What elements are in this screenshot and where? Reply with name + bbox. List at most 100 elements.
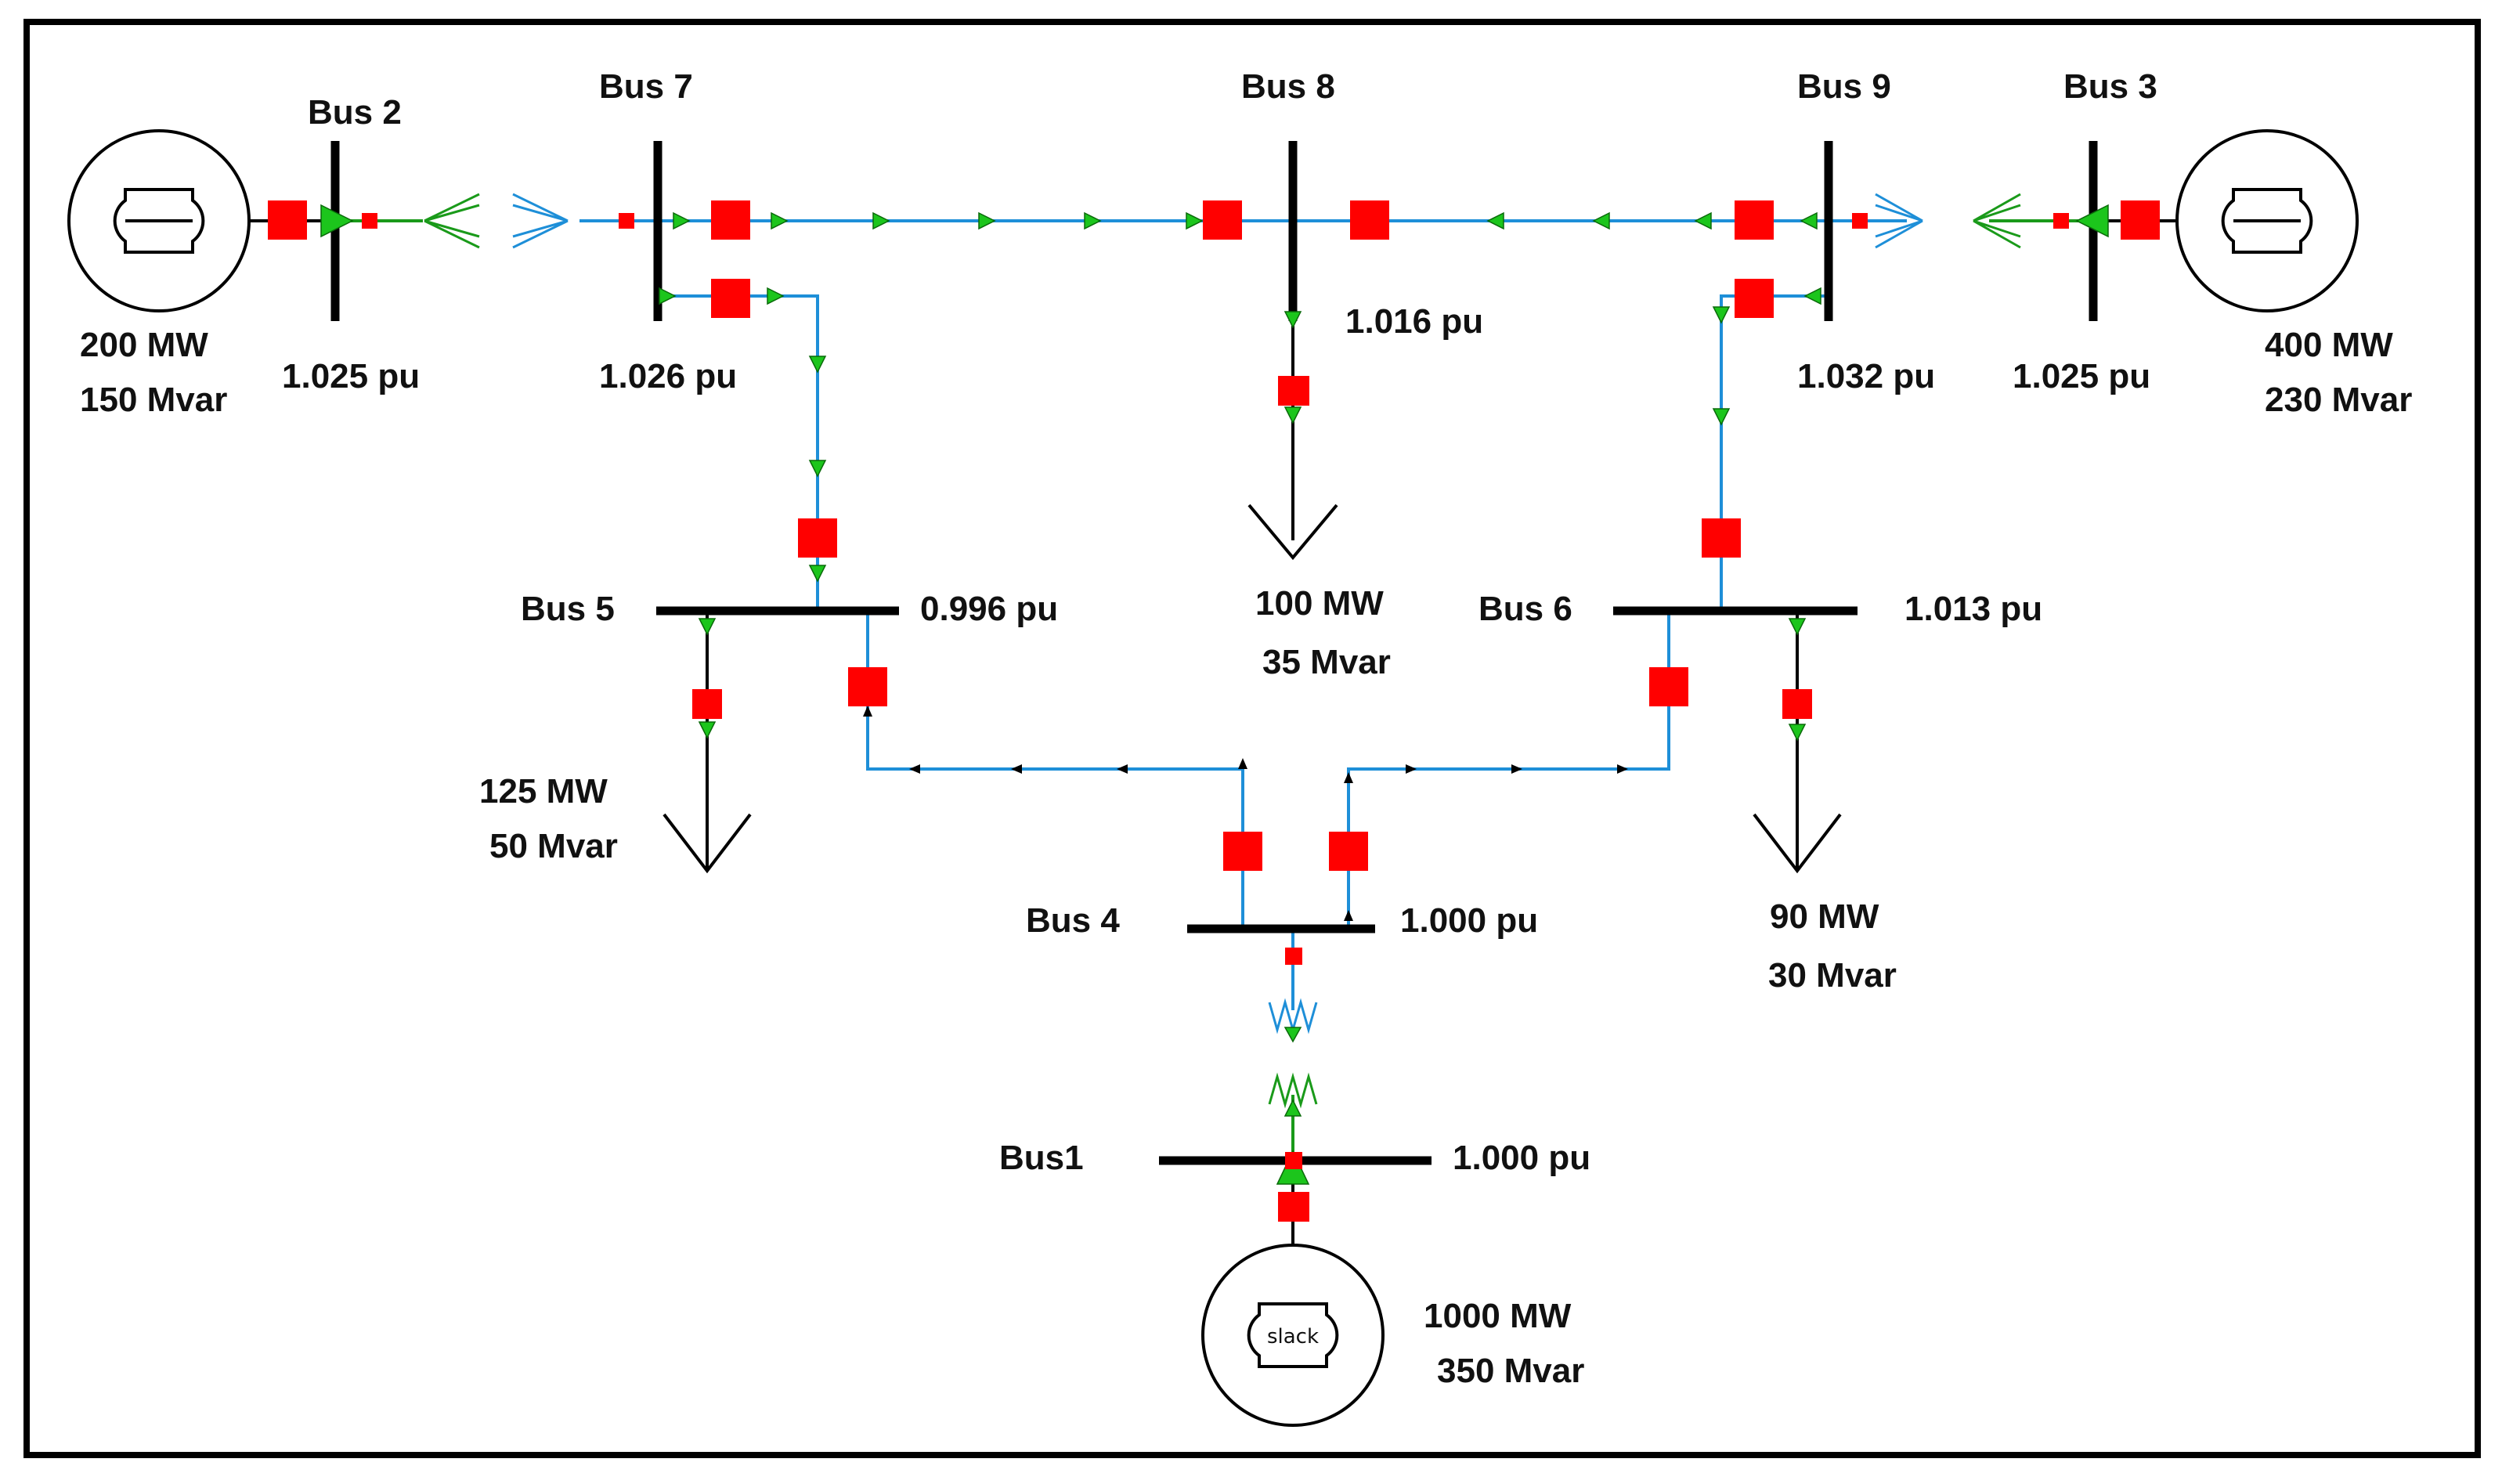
generator-symbol — [2221, 188, 2313, 254]
bus-name: Bus 8 — [1241, 67, 1335, 106]
breaker-icon[interactable] — [1735, 279, 1774, 318]
flow-arrow — [698, 618, 717, 636]
flow-arrow — [978, 211, 996, 230]
flow-arrow — [808, 356, 827, 374]
bus-name: Bus 4 — [1026, 901, 1120, 940]
flow-arrow — [872, 211, 890, 230]
flow-arrow — [1486, 211, 1504, 230]
flow-arrow — [1592, 211, 1610, 230]
flow-arrow — [2075, 204, 2109, 238]
breaker-icon[interactable] — [1329, 832, 1368, 871]
load-mvar: 50 Mvar — [489, 827, 618, 865]
breaker-icon[interactable] — [1285, 1152, 1302, 1169]
line-bus7-bus5[interactable] — [658, 294, 819, 611]
flow-arrow-small — [1406, 764, 1417, 774]
gen-mw: 1000 MW — [1424, 1297, 1572, 1335]
load-mw: 125 MW — [479, 772, 608, 811]
load-arrow-icon[interactable] — [1753, 813, 1842, 874]
flow-arrow — [1283, 406, 1302, 424]
load-arrow-icon[interactable] — [1247, 504, 1338, 561]
breaker-icon[interactable] — [1702, 518, 1741, 558]
gen-mw: 200 MW — [80, 326, 208, 364]
flow-arrow-small — [1511, 764, 1522, 774]
breakers — [268, 200, 2160, 1222]
breaker-icon[interactable] — [711, 200, 750, 240]
breaker-icon[interactable] — [848, 667, 887, 706]
flow-arrows-secondary — [863, 706, 1628, 921]
bus-voltage: 1.025 pu — [282, 357, 420, 395]
flow-arrow — [673, 211, 691, 230]
breaker-icon[interactable] — [1278, 376, 1309, 406]
breaker-icon[interactable] — [711, 279, 750, 318]
generator-bus3[interactable] — [2175, 129, 2359, 312]
flow-arrow-small — [1117, 764, 1128, 774]
breaker-icon[interactable] — [619, 213, 634, 229]
breaker-icon[interactable] — [798, 518, 837, 558]
breaker-icon[interactable] — [268, 200, 307, 240]
breaker-icon[interactable] — [1852, 213, 1868, 229]
line-network — [579, 219, 1907, 1010]
bus-voltage: 1.016 pu — [1345, 302, 1483, 341]
transformer-bus9-bus3[interactable] — [1875, 193, 2021, 249]
breaker-icon[interactable] — [362, 213, 377, 229]
breaker-icon[interactable] — [1285, 948, 1302, 965]
bus-voltage: 0.996 pu — [920, 590, 1058, 628]
flow-arrow — [1788, 724, 1807, 742]
transformer-coil-icon — [424, 193, 480, 249]
breaker-icon[interactable] — [1350, 200, 1389, 240]
flow-arrow — [1084, 211, 1102, 230]
breaker-icon[interactable] — [692, 689, 722, 719]
bus-voltage: 1.025 pu — [2013, 357, 2150, 395]
flow-arrow — [320, 204, 354, 238]
bus-name: Bus 2 — [308, 93, 402, 132]
generator-bus1[interactable]: slack — [1201, 1244, 1385, 1427]
labels: Bus 2 Bus 7 Bus 8 Bus 9 Bus 3 Bus 5 Bus … — [80, 67, 2412, 1390]
flow-arrows — [320, 204, 2109, 1185]
breaker-icon[interactable] — [1735, 200, 1774, 240]
bus-voltage: 1.032 pu — [1797, 357, 1935, 395]
slack-label-bg — [1259, 1323, 1327, 1347]
gen-mw: 400 MW — [2265, 326, 2393, 364]
transformer-coil-icon — [512, 193, 569, 249]
line-bus9-bus6[interactable] — [1720, 294, 1829, 611]
breaker-icon[interactable] — [2121, 200, 2160, 240]
bus-name: Bus1 — [999, 1139, 1084, 1177]
flow-arrow — [698, 721, 717, 739]
transformer-bus2-bus7[interactable] — [424, 193, 569, 249]
breaker-icon[interactable] — [1649, 667, 1688, 706]
line-bus5-bus4[interactable] — [866, 611, 1244, 929]
transformer-coil-icon — [1875, 193, 1923, 249]
flow-arrow — [767, 287, 785, 305]
breaker-icon[interactable] — [1223, 832, 1262, 871]
transformer-bus4-bus1[interactable] — [1268, 998, 1318, 1109]
breaker-icon[interactable] — [1782, 689, 1812, 719]
breaker-icon[interactable] — [1278, 1192, 1309, 1222]
flow-arrow — [1283, 1099, 1302, 1117]
flow-arrow-small — [1344, 772, 1353, 783]
gen-mvar: 150 Mvar — [80, 381, 227, 419]
load-mvar: 30 Mvar — [1768, 956, 1897, 995]
bus-voltage: 1.000 pu — [1453, 1139, 1590, 1177]
flow-arrow — [1283, 1027, 1302, 1043]
load-mvar: 35 Mvar — [1262, 643, 1391, 681]
bus-name: Bus 3 — [2063, 67, 2157, 106]
bus-voltage: 1.026 pu — [599, 357, 737, 395]
bus-name: Bus 9 — [1797, 67, 1891, 106]
load-arrow-icon[interactable] — [663, 813, 752, 874]
flow-arrow — [659, 287, 677, 305]
bus-name: Bus 7 — [599, 67, 693, 106]
bus-name: Bus 6 — [1478, 590, 1572, 628]
breaker-icon[interactable] — [1203, 200, 1242, 240]
bus-name: Bus 5 — [521, 590, 615, 628]
flow-arrow — [771, 211, 789, 230]
bus-bars — [330, 141, 2098, 1165]
flow-arrow — [1788, 618, 1807, 636]
generator-bus2[interactable] — [67, 129, 251, 312]
breaker-icon[interactable] — [2053, 213, 2069, 229]
flow-arrow-small — [909, 764, 920, 774]
flow-arrow — [1800, 211, 1818, 230]
flow-arrow — [1803, 287, 1821, 305]
transformer-coil-icon — [1973, 193, 2021, 249]
